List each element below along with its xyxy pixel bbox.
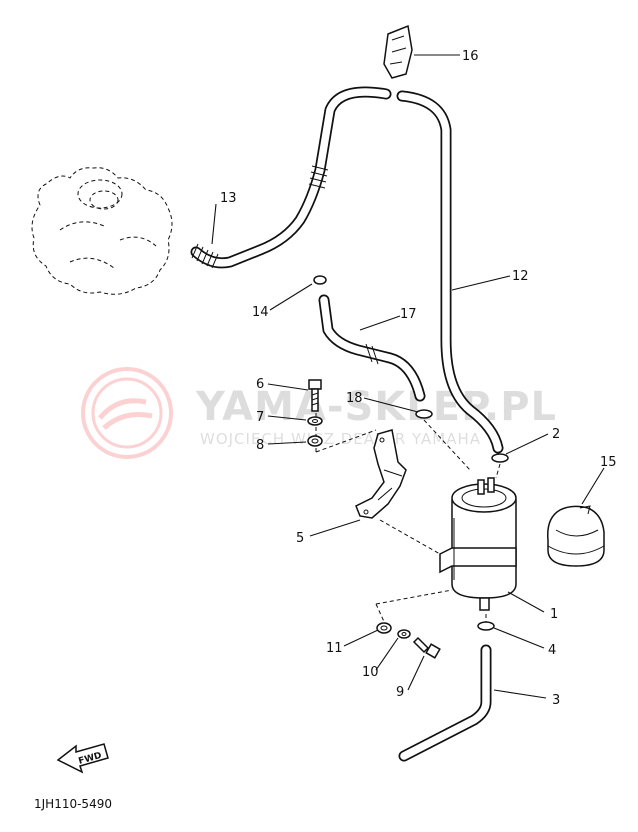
pump-bracket	[355, 429, 407, 519]
hose-joint	[383, 24, 413, 79]
callout-9: 9	[396, 685, 404, 700]
diagram-code: 1JH110-5490	[34, 797, 112, 811]
callout-4: 4	[548, 643, 556, 658]
callout-13: 13	[220, 191, 237, 206]
hose-clip-18	[415, 409, 433, 419]
bolt-9	[412, 636, 441, 659]
watermark-subtitle: WOJCIECH WICZ DEALER YAMAHA	[200, 430, 481, 448]
fuel-hose-short	[318, 294, 426, 402]
hose-ribs	[191, 165, 329, 269]
washer-10	[397, 629, 411, 639]
callout-12: 12	[512, 269, 529, 284]
callout-16: 16	[462, 49, 479, 64]
callout-17: 17	[400, 307, 417, 322]
callout-5: 5	[296, 531, 304, 546]
callout-7: 7	[256, 410, 264, 425]
fuel-hose-carburetor	[190, 86, 392, 269]
callout-8: 8	[256, 438, 264, 453]
hose-clip-4	[477, 621, 495, 631]
callout-labels: 1 2 3 4 5 6 7 8 9 10 11 12 13 14 15 16 1…	[220, 49, 617, 708]
callout-14: 14	[252, 305, 269, 320]
callout-10: 10	[362, 665, 379, 680]
callout-15: 15	[600, 455, 617, 470]
fuel-hose-outlet	[398, 644, 492, 762]
engine-outline	[31, 167, 173, 295]
collar-8	[307, 435, 323, 447]
callout-3: 3	[552, 693, 560, 708]
hose-clip-2	[491, 453, 509, 463]
fwd-arrow: FWD	[56, 743, 109, 774]
pump-cover	[547, 505, 605, 567]
callout-6: 6	[256, 377, 264, 392]
watermark-title: YAMA-SKLEP.PL	[195, 384, 557, 430]
callout-11: 11	[326, 641, 343, 656]
leader-lines	[211, 54, 605, 699]
bolt-6	[308, 379, 322, 412]
hose-clip-14	[313, 275, 327, 285]
callout-2: 2	[552, 427, 560, 442]
fuel-pump	[439, 477, 517, 611]
collar-11	[376, 622, 392, 634]
watermark-logo	[81, 367, 173, 459]
washer-7	[307, 416, 323, 426]
fuel-hose-main	[396, 90, 504, 454]
callout-1: 1	[550, 607, 558, 622]
callout-18: 18	[346, 391, 363, 406]
